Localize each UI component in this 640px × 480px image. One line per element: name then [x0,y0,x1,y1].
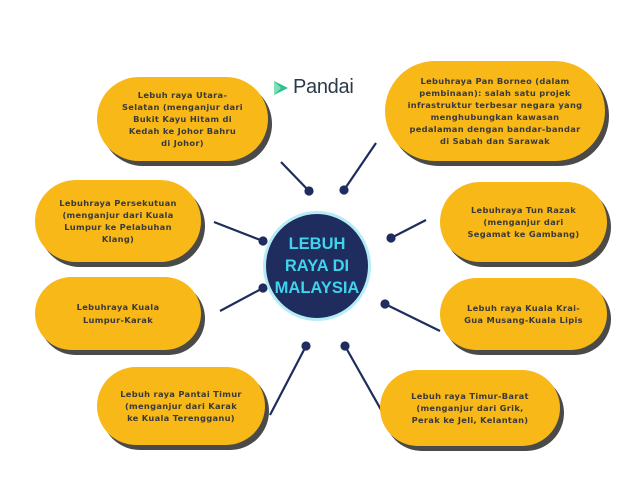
node-tun-razak: Lebuhraya Tun Razak (menganjur dari Sega… [440,182,607,262]
connector-5 [219,287,264,312]
node-label: Lebuhraya Persekutuan (menganjur dari Ku… [59,197,177,245]
node-persekutuan: Lebuhraya Persekutuan (menganjur dari Ku… [35,180,201,262]
connector-dot-4 [386,233,396,243]
connector-dot-5 [258,283,268,293]
node-pantai-timur: Lebuh raya Pantai Timur (menganjur dari … [97,367,265,445]
node-label: Lebuhraya Kuala Lumpur-Karak [76,302,160,325]
connector-dot-1 [304,186,314,196]
connector-4 [390,219,427,239]
node-utara-selatan: Lebuh raya Utara- Selatan (menganjur dar… [97,77,268,161]
logo-text: Pandai [293,76,354,98]
connector-7 [269,345,307,416]
node-label: Lebuh raya Pantai Timur (menganjur dari … [120,388,242,423]
connector-1 [280,161,310,192]
connector-dot-3 [258,236,268,246]
node-label: Lebuhraya Pan Borneo (dalam pembinaan): … [407,75,583,147]
connector-dot-6 [380,299,390,309]
node-kuala-krai: Lebuh raya Kuala Krai- Gua Musang-Kuala … [440,278,607,350]
connector-3 [213,220,264,243]
node-label: Lebuh raya Kuala Krai- Gua Musang-Kuala … [464,302,583,325]
center-topic: LEBUH RAYA DI MALAYSIA [263,211,371,321]
center-title: LEBUH RAYA DI MALAYSIA [274,234,360,298]
node-label: Lebuh raya Timur-Barat (menganjur dari G… [411,390,529,425]
node-kl-karak: Lebuhraya Kuala Lumpur-Karak [35,277,201,350]
node-label: Lebuh raya Utara- Selatan (menganjur dar… [122,89,243,149]
connector-8 [344,345,385,416]
node-timur-barat: Lebuh raya Timur-Barat (menganjur dari G… [380,370,560,446]
pandai-leaf-icon [274,80,288,95]
connector-6 [384,303,441,332]
connector-dot-2 [339,185,349,195]
connector-dot-7 [301,341,311,351]
node-label: Lebuhraya Tun Razak (menganjur dari Sega… [467,204,580,239]
connector-2 [343,142,377,191]
connector-dot-8 [340,341,350,351]
pandai-logo: Pandai [272,76,354,99]
node-pan-borneo: Lebuhraya Pan Borneo (dalam pembinaan): … [385,61,605,161]
